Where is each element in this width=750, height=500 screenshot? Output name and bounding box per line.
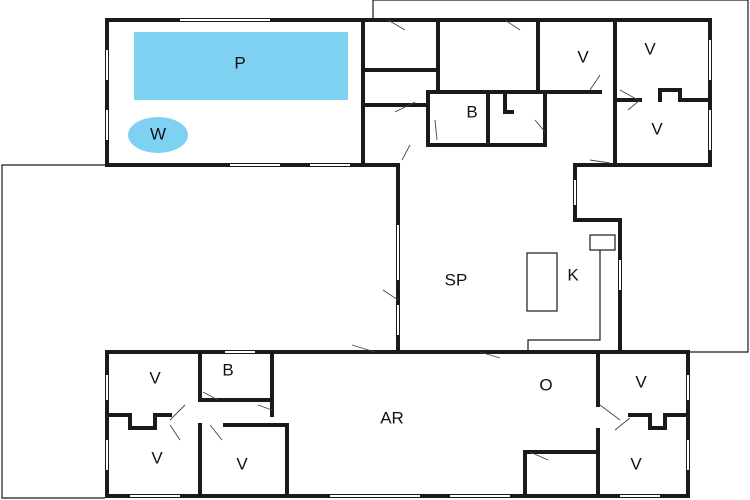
label-bath-bottom: B bbox=[222, 360, 233, 379]
label-bath-top: B bbox=[466, 102, 477, 121]
label-bedroom-bl-3: V bbox=[236, 454, 248, 473]
label-kitchen: K bbox=[567, 265, 579, 284]
label-utility: O bbox=[539, 375, 552, 394]
label-bedroom-br-2: V bbox=[630, 454, 642, 473]
label-bedroom-bl-1: V bbox=[149, 368, 161, 387]
label-bedroom-top-3: V bbox=[651, 119, 663, 138]
pool-shape bbox=[134, 32, 348, 100]
kitchen-fixtures bbox=[526, 219, 616, 352]
doors bbox=[169, 19, 641, 461]
label-bedroom-br-1: V bbox=[635, 372, 647, 391]
label-bedroom-bl-2: V bbox=[151, 448, 163, 467]
label-main-room: AR bbox=[380, 408, 404, 427]
whirlpool-shape bbox=[128, 117, 188, 153]
label-living: SP bbox=[445, 270, 468, 289]
label-whirlpool: W bbox=[150, 124, 166, 143]
walls bbox=[105, 18, 712, 498]
room-labels: P W B V V V SP K AR O V B V V V V bbox=[149, 39, 663, 473]
label-bedroom-top-1: V bbox=[577, 47, 589, 66]
label-pool: P bbox=[234, 53, 245, 72]
label-bedroom-top-2: V bbox=[644, 39, 656, 58]
windows bbox=[106, 19, 711, 497]
